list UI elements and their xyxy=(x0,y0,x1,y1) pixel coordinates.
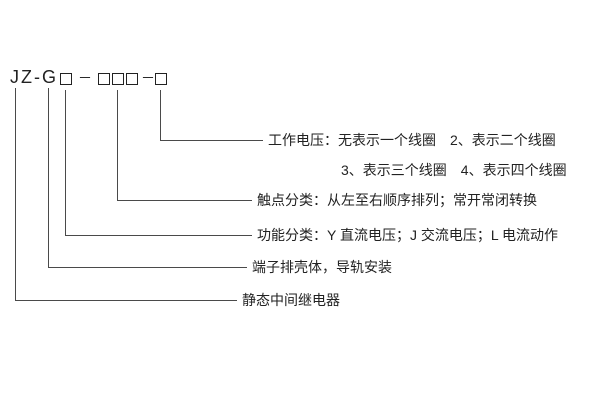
connector-vline-contact xyxy=(117,90,118,200)
label-function-class: 功能分类：Y 直流电压；J 交流电压；L 电流动作 xyxy=(257,227,559,243)
label-housing: 端子排壳体，导轨安装 xyxy=(252,259,392,275)
code-box-function xyxy=(60,73,72,85)
connector-hline-relay xyxy=(15,300,237,301)
label-working-voltage-line2: 3、表示三个线圈 4、表示四个线圈 xyxy=(341,162,567,178)
connector-hline-contact xyxy=(117,200,252,201)
code-box-contact-1 xyxy=(98,73,110,85)
code-prefix: JZ-G xyxy=(10,67,58,87)
label-relay: 静态中间继电器 xyxy=(242,292,340,308)
code-box-contact-2 xyxy=(112,73,124,85)
code-dash-1: － xyxy=(78,70,92,86)
connector-hline-housing xyxy=(48,267,247,268)
code-box-contact-3 xyxy=(126,73,138,85)
connector-vline-voltage xyxy=(160,90,161,140)
connector-hline-function xyxy=(65,235,252,236)
label-working-voltage-line1: 工作电压：无表示一个线圈 2、表示二个线圈 xyxy=(268,132,556,148)
code-dash-2: － xyxy=(141,70,155,86)
connector-vline-function xyxy=(65,90,66,235)
connector-vline-housing xyxy=(48,88,49,267)
connector-hline-voltage xyxy=(160,140,263,141)
code-box-voltage xyxy=(155,73,167,85)
label-contact-class: 触点分类：从左至右顺序排列；常开常闭转换 xyxy=(257,192,537,208)
connector-vline-relay xyxy=(15,88,16,300)
